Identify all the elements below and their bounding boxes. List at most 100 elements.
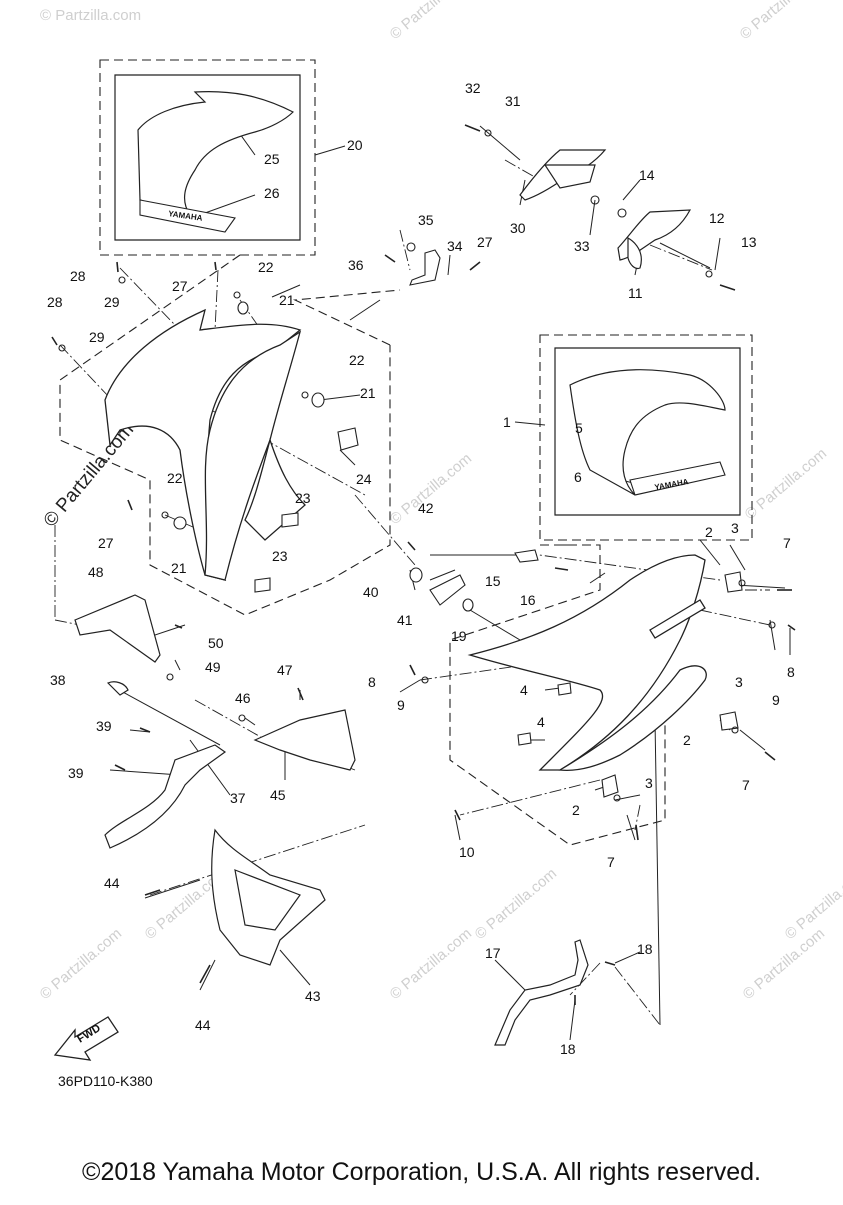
drawing-code: 36PD110-K380 bbox=[58, 1073, 153, 1089]
callout-20: 20 bbox=[347, 137, 363, 153]
callout-44: 44 bbox=[104, 875, 120, 891]
left-side-cowling bbox=[104, 308, 306, 581]
decal-set-20: YAMAHA bbox=[114, 74, 301, 241]
right-side-cover bbox=[467, 554, 707, 771]
callout-38: 38 bbox=[50, 672, 66, 688]
watermark: © Partzilla.com bbox=[740, 925, 828, 1003]
callout-2: 2 bbox=[705, 524, 713, 540]
cover-48 bbox=[74, 594, 161, 663]
callout-9: 9 bbox=[772, 692, 780, 708]
decal-set-box-1 bbox=[539, 334, 753, 541]
callout-47: 47 bbox=[277, 662, 293, 678]
screw-27a bbox=[214, 261, 217, 271]
callout-labels: 1 2 2 2 3 3 3 4 4 5 6 7 7 7 8 8 9 9 10 1… bbox=[47, 80, 795, 1057]
callout-7: 7 bbox=[783, 535, 791, 551]
callout-25: 25 bbox=[264, 151, 280, 167]
callout-27: 27 bbox=[172, 278, 188, 294]
upper-panels bbox=[519, 149, 692, 270]
screw-42 bbox=[407, 541, 416, 551]
callout-3: 3 bbox=[735, 674, 743, 690]
left-cowl-outline bbox=[59, 254, 391, 616]
washer-29a bbox=[118, 276, 126, 284]
screw-39b bbox=[114, 764, 126, 771]
upper-side-cowl-decal bbox=[569, 369, 726, 496]
callout-32: 32 bbox=[465, 80, 481, 96]
hardware bbox=[173, 242, 743, 798]
stay-34 bbox=[409, 249, 441, 286]
damper-2c bbox=[601, 774, 619, 798]
screw-50 bbox=[174, 624, 183, 629]
upper-link-outline bbox=[292, 289, 401, 346]
cushion-24 bbox=[337, 427, 359, 451]
callout-23: 23 bbox=[272, 548, 288, 564]
callout-7: 7 bbox=[742, 777, 750, 793]
callout-2: 2 bbox=[683, 732, 691, 748]
washer-46 bbox=[238, 714, 246, 722]
bracket-41 bbox=[429, 574, 466, 606]
lower-left-parts bbox=[74, 594, 589, 1046]
callout-8: 8 bbox=[368, 674, 376, 690]
bolt-35 bbox=[406, 242, 416, 252]
callout-27: 27 bbox=[98, 535, 114, 551]
callout-19: 19 bbox=[451, 628, 467, 644]
side-cowl-inner bbox=[204, 330, 302, 581]
callout-12: 12 bbox=[709, 210, 725, 226]
decal-set-box-20 bbox=[99, 59, 316, 256]
callout-21: 21 bbox=[171, 560, 187, 576]
callout-21: 21 bbox=[279, 292, 295, 308]
nut-23b bbox=[254, 577, 271, 593]
grommet-21b bbox=[237, 301, 249, 315]
collar-3c bbox=[613, 794, 621, 802]
callout-1: 1 bbox=[503, 414, 511, 430]
watermark: © Partzilla.com bbox=[387, 450, 475, 528]
clip-15 bbox=[514, 549, 539, 563]
decal-frame bbox=[554, 347, 741, 516]
decal-frame bbox=[114, 74, 301, 241]
callout-13: 13 bbox=[741, 234, 757, 250]
screw-32 bbox=[464, 124, 481, 132]
screw-27c bbox=[127, 499, 133, 511]
callout-18: 18 bbox=[560, 1041, 576, 1057]
screw-47 bbox=[297, 687, 304, 701]
callout-3: 3 bbox=[731, 520, 739, 536]
callout-22: 22 bbox=[258, 259, 274, 275]
collar-22a bbox=[233, 291, 241, 299]
assembly-outlines bbox=[59, 59, 753, 846]
watermark: © Partzilla.com bbox=[37, 925, 125, 1003]
collar-3a bbox=[738, 579, 746, 587]
washer-49 bbox=[166, 673, 174, 681]
callout-41: 41 bbox=[397, 612, 413, 628]
callout-8: 8 bbox=[787, 664, 795, 680]
callout-21: 21 bbox=[360, 385, 376, 401]
side-watermark: © Partzilla.com bbox=[40, 420, 138, 532]
collar-22b bbox=[301, 391, 309, 399]
screw-28b bbox=[51, 336, 58, 346]
callout-9: 9 bbox=[397, 697, 405, 713]
callout-28: 28 bbox=[70, 268, 86, 284]
callout-17: 17 bbox=[485, 945, 501, 961]
lower-side-cowl-decal bbox=[139, 199, 236, 233]
callout-26: 26 bbox=[264, 185, 280, 201]
screw-44a bbox=[144, 889, 161, 896]
stay-17 bbox=[494, 939, 589, 1046]
callout-22: 22 bbox=[349, 352, 365, 368]
screw-44b bbox=[199, 964, 211, 984]
copyright-notice: ©2018 Yamaha Motor Corporation, U.S.A. A… bbox=[82, 1158, 761, 1186]
callout-23: 23 bbox=[295, 490, 311, 506]
watermark: © Partzilla.com bbox=[737, 0, 825, 43]
watermark: © Partzilla.com bbox=[40, 7, 141, 24]
callout-15: 15 bbox=[485, 573, 501, 589]
nut-23 bbox=[281, 512, 299, 528]
screw-8a bbox=[787, 624, 796, 631]
screw-36 bbox=[384, 254, 396, 263]
callout-14: 14 bbox=[639, 167, 655, 183]
callout-22: 22 bbox=[167, 470, 183, 486]
grommet-21c bbox=[173, 516, 187, 530]
washer-9b bbox=[421, 676, 429, 684]
callout-30: 30 bbox=[510, 220, 526, 236]
panel-45 bbox=[253, 709, 356, 771]
callout-31: 31 bbox=[505, 93, 521, 109]
callout-34: 34 bbox=[447, 238, 463, 254]
forward-arrow-icon: FWD bbox=[53, 1016, 119, 1061]
callout-3: 3 bbox=[645, 775, 653, 791]
